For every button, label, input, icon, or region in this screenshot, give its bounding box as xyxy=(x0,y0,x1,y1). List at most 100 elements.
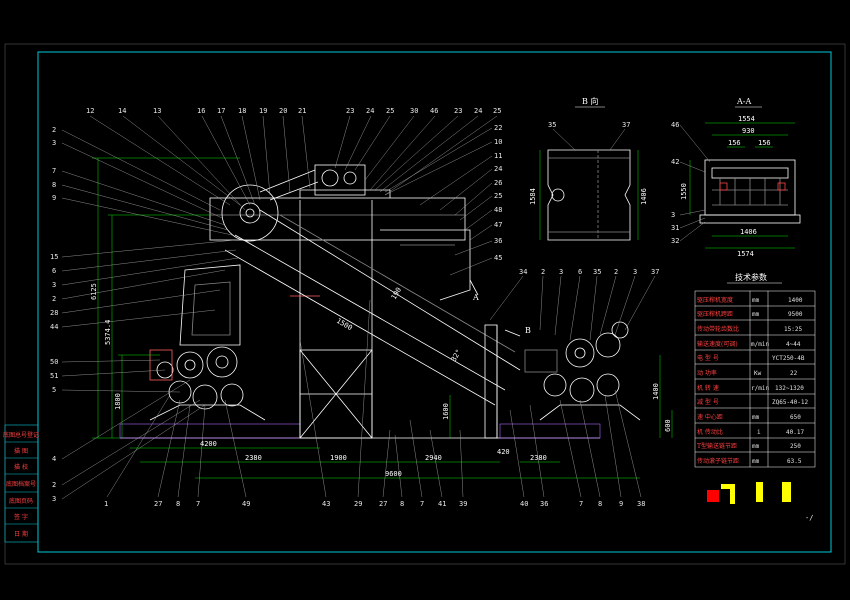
svg-text:-∕: -∕ xyxy=(805,514,813,522)
part-label: 2 xyxy=(52,295,56,303)
part-label: 6 xyxy=(578,268,582,276)
spec-value: 4~44 xyxy=(786,341,801,348)
spec-table-rows: 驱压榨机宽度 mm 1400 驱压榨机跨距 mm 9500 传动带轮齿数比 15… xyxy=(697,296,809,465)
spec-value: 132~1320 xyxy=(775,385,804,392)
dim-slope-190: 190 xyxy=(390,286,403,301)
dim-bottom-4200: 4200 xyxy=(200,440,217,448)
part-label: 44 xyxy=(50,323,58,331)
part-label: 2 xyxy=(614,268,618,276)
part-label: 7 xyxy=(579,500,583,508)
part-label: 15 xyxy=(50,253,58,261)
part-labels-mid: 34 2 3 6 35 2 3 37 xyxy=(519,268,659,276)
base-pit-left xyxy=(119,423,301,439)
spec-unit: mm xyxy=(752,443,760,450)
part-label: 1 xyxy=(104,500,108,508)
spec-value: 650 xyxy=(790,414,801,421)
dim-bottom-9600: 9600 xyxy=(385,470,402,478)
dim-angle: 32° xyxy=(450,348,463,363)
part-label: 26 xyxy=(494,179,502,187)
a-dim: 930 xyxy=(742,127,755,135)
part-label: 22 xyxy=(494,124,502,132)
part-label: 30 xyxy=(410,107,418,115)
part-label: 23 xyxy=(346,107,354,115)
spec-value: 63.5 xyxy=(787,458,802,465)
part-label: 45 xyxy=(494,254,502,262)
spec-unit: mm xyxy=(752,414,760,421)
part-label: 2 xyxy=(541,268,545,276)
drawing-border xyxy=(37,51,832,553)
a-dim: 1554 xyxy=(738,115,755,123)
spec-name: T型输送链节距 xyxy=(697,442,737,450)
left-press-rollers xyxy=(149,346,266,421)
part-label: 12 xyxy=(86,107,94,115)
spec-unit: mm xyxy=(752,311,760,318)
spec-unit: mm xyxy=(752,458,760,465)
title-block-strip: 底图总号登记 描 图 描 校 底图档案号 底图页码 签 字 日 期 xyxy=(3,424,39,543)
spec-value: 40.17 xyxy=(786,429,804,436)
part-label: 18 xyxy=(238,107,246,115)
part-label: 32 xyxy=(671,237,679,245)
spec-name: 驱压榨机跨距 xyxy=(697,310,733,318)
part-label: 4 xyxy=(52,455,56,463)
part-label: 3 xyxy=(52,281,56,289)
part-label: 24 xyxy=(474,107,482,115)
dim-bottom-2380b: 2380 xyxy=(530,454,547,462)
part-label: 46 xyxy=(430,107,438,115)
a-dim: 1406 xyxy=(740,228,757,236)
part-label: 38 xyxy=(637,500,645,508)
spec-name: 驱压榨机宽度 xyxy=(697,296,733,304)
a-dim: 156 xyxy=(758,139,771,147)
spec-name: 减 型 号 xyxy=(697,398,719,406)
part-label: 49 xyxy=(242,500,250,508)
part-label: 36 xyxy=(494,237,502,245)
part-label: 8 xyxy=(176,500,180,508)
part-label: 41 xyxy=(438,500,446,508)
part-label: 17 xyxy=(217,107,225,115)
dimension-lines xyxy=(92,157,673,479)
part-label: 8 xyxy=(598,500,602,508)
part-label: 24 xyxy=(366,107,374,115)
part-label: 28 xyxy=(50,309,58,317)
part-label: 16 xyxy=(197,107,205,115)
spec-table-title: 技术参数 xyxy=(735,272,767,282)
b-view-title: B 向 xyxy=(582,96,598,106)
spec-name: 机 转 速 xyxy=(697,384,719,392)
part-label: 3 xyxy=(559,268,563,276)
left-hopper xyxy=(179,264,241,346)
dim-bottom-1900: 1900 xyxy=(330,454,347,462)
spec-name: 速 中心距 xyxy=(697,413,723,421)
dim-height-left: 1800 xyxy=(114,393,122,410)
part-label: 19 xyxy=(259,107,267,115)
part-label: 31 xyxy=(671,224,679,232)
part-label: 9 xyxy=(52,194,56,202)
spec-value: 1400 xyxy=(788,297,803,304)
spec-value: YCT250-4B xyxy=(772,355,805,362)
part-labels-left: 2 3 7 8 9 15 6 3 2 28 44 50 51 5 4 2 3 xyxy=(50,126,58,503)
part-label: 23 xyxy=(454,107,462,115)
inclined-conveyor xyxy=(224,209,521,406)
part-label: 3 xyxy=(52,495,56,503)
part-label: 2 xyxy=(52,126,56,134)
spec-name: 机 传动比 xyxy=(697,428,723,436)
spec-name: 输送速度(可调) xyxy=(697,340,738,348)
part-label: 25 xyxy=(494,192,502,200)
part-label: 5 xyxy=(52,386,56,394)
spec-unit: Kw xyxy=(754,370,762,377)
dim-bottom-2940: 2940 xyxy=(425,454,442,462)
part-label: 29 xyxy=(354,500,362,508)
spec-value: ZQ65-40-12 xyxy=(772,399,809,406)
part-label: 39 xyxy=(459,500,467,508)
title-block-row: 签 字 xyxy=(14,513,28,521)
part-label: 27 xyxy=(379,500,387,508)
b-dim: 1584 xyxy=(529,188,537,205)
dim-height-right-2: 600 xyxy=(664,419,672,432)
dim-bottom-2380a: 2380 xyxy=(245,454,262,462)
part-label: 24 xyxy=(494,165,502,173)
dim-height-total: 6125 xyxy=(90,283,98,300)
part-label: 40 xyxy=(520,500,528,508)
part-label: 11 xyxy=(494,152,502,160)
spec-name: 传动滚子链节距 xyxy=(697,457,739,465)
dim-height-right-1: 1400 xyxy=(652,383,660,400)
section-marker-a: A xyxy=(472,293,479,302)
part-label: 21 xyxy=(298,107,306,115)
